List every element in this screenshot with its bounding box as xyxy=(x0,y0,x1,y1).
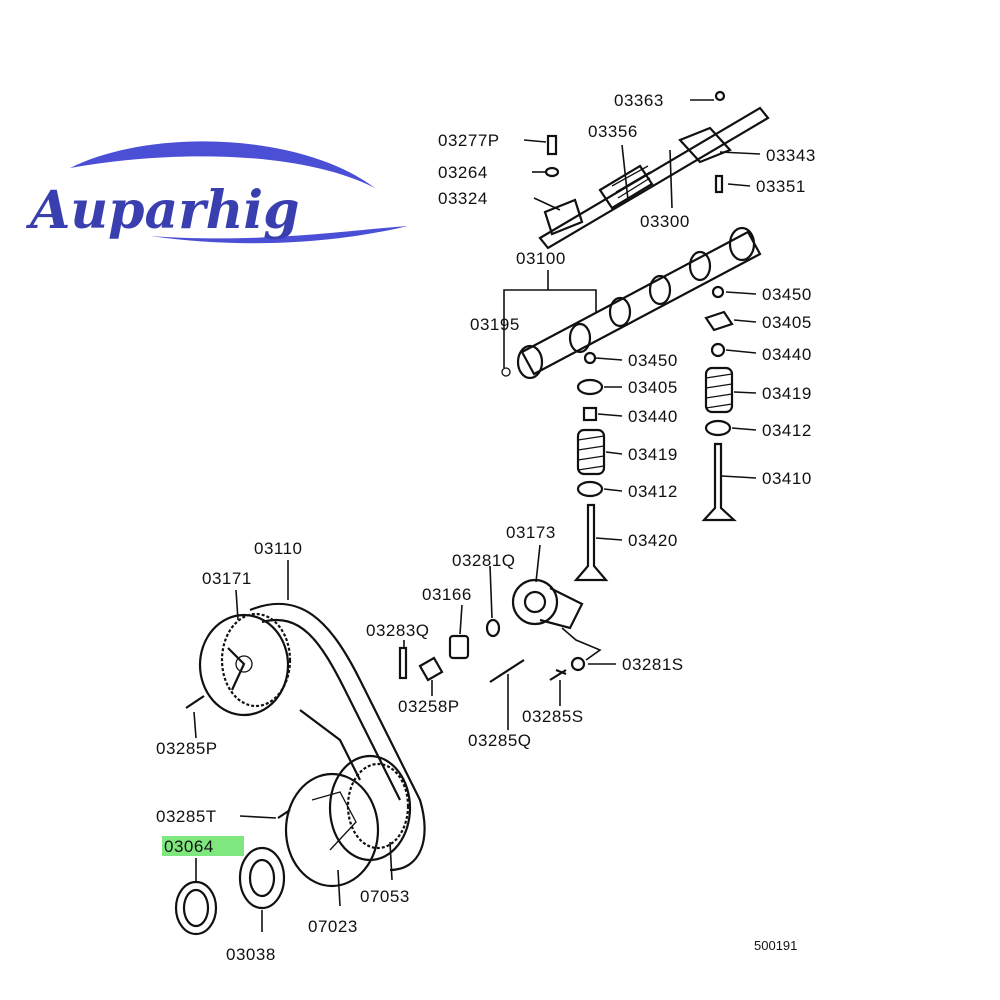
label-03419-left: 03419 xyxy=(628,445,678,464)
label-03285S: 03285S xyxy=(522,707,584,726)
label-03420: 03420 xyxy=(628,531,678,550)
label-03285Q: 03285Q xyxy=(468,731,532,750)
belt-tensioner xyxy=(485,578,586,676)
label-03450-right: 03450 xyxy=(762,285,812,304)
label-03440-right: 03440 xyxy=(762,345,812,364)
part-labels: 03363 03277P 03356 03343 03264 03351 033… xyxy=(156,91,816,964)
label-03264: 03264 xyxy=(438,163,488,182)
label-03405-right: 03405 xyxy=(762,313,812,332)
label-03450-left: 03450 xyxy=(628,351,678,370)
valve-train-right xyxy=(701,285,737,522)
label-03412-right: 03412 xyxy=(762,421,812,440)
valve-spring-right xyxy=(704,366,734,414)
label-03363: 03363 xyxy=(614,91,664,110)
timing-belt xyxy=(249,602,426,872)
label-03171: 03171 xyxy=(202,569,252,588)
label-03419-right: 03419 xyxy=(762,384,812,403)
label-03285T: 03285T xyxy=(156,807,217,826)
label-03064: 03064 xyxy=(164,837,214,856)
logo-swoosh-top xyxy=(70,141,375,188)
rocker-shaft-assembly xyxy=(538,90,770,250)
diagram-code: 500191 xyxy=(754,938,797,953)
label-03173: 03173 xyxy=(506,523,556,542)
label-03258P: 03258P xyxy=(398,697,460,716)
camshaft-sprocket xyxy=(198,612,292,717)
highlight-03064 xyxy=(162,836,244,856)
idler-and-bolts xyxy=(185,634,567,819)
label-03351: 03351 xyxy=(756,177,806,196)
label-03281S: 03281S xyxy=(622,655,684,674)
label-03440-left: 03440 xyxy=(628,407,678,426)
label-03100: 03100 xyxy=(516,249,566,268)
leader-lines xyxy=(193,99,761,932)
label-03277P: 03277P xyxy=(438,131,500,150)
label-03166: 03166 xyxy=(422,585,472,604)
label-03110: 03110 xyxy=(254,539,303,558)
label-03038: 03038 xyxy=(226,945,276,964)
label-07023: 07023 xyxy=(308,917,358,936)
valve-train-left xyxy=(573,351,609,582)
label-07053: 07053 xyxy=(360,887,410,906)
label-03281Q: 03281Q xyxy=(452,551,516,570)
label-03283Q: 03283Q xyxy=(366,621,430,640)
label-03324: 03324 xyxy=(438,189,488,208)
camshaft xyxy=(501,226,762,380)
label-03300: 03300 xyxy=(640,212,690,231)
logo-swoosh-bottom xyxy=(150,226,408,244)
label-03405-left: 03405 xyxy=(628,378,678,397)
label-03356: 03356 xyxy=(588,122,638,141)
label-03412-left: 03412 xyxy=(628,482,678,501)
label-03343: 03343 xyxy=(766,146,816,165)
logo-text: Auparhig xyxy=(25,180,300,241)
label-03410: 03410 xyxy=(762,469,812,488)
label-03285P: 03285P xyxy=(156,739,218,758)
label-03195: 03195 xyxy=(470,315,520,334)
valve-spring-left xyxy=(576,428,606,476)
brand-logo: Auparhig xyxy=(25,141,408,244)
